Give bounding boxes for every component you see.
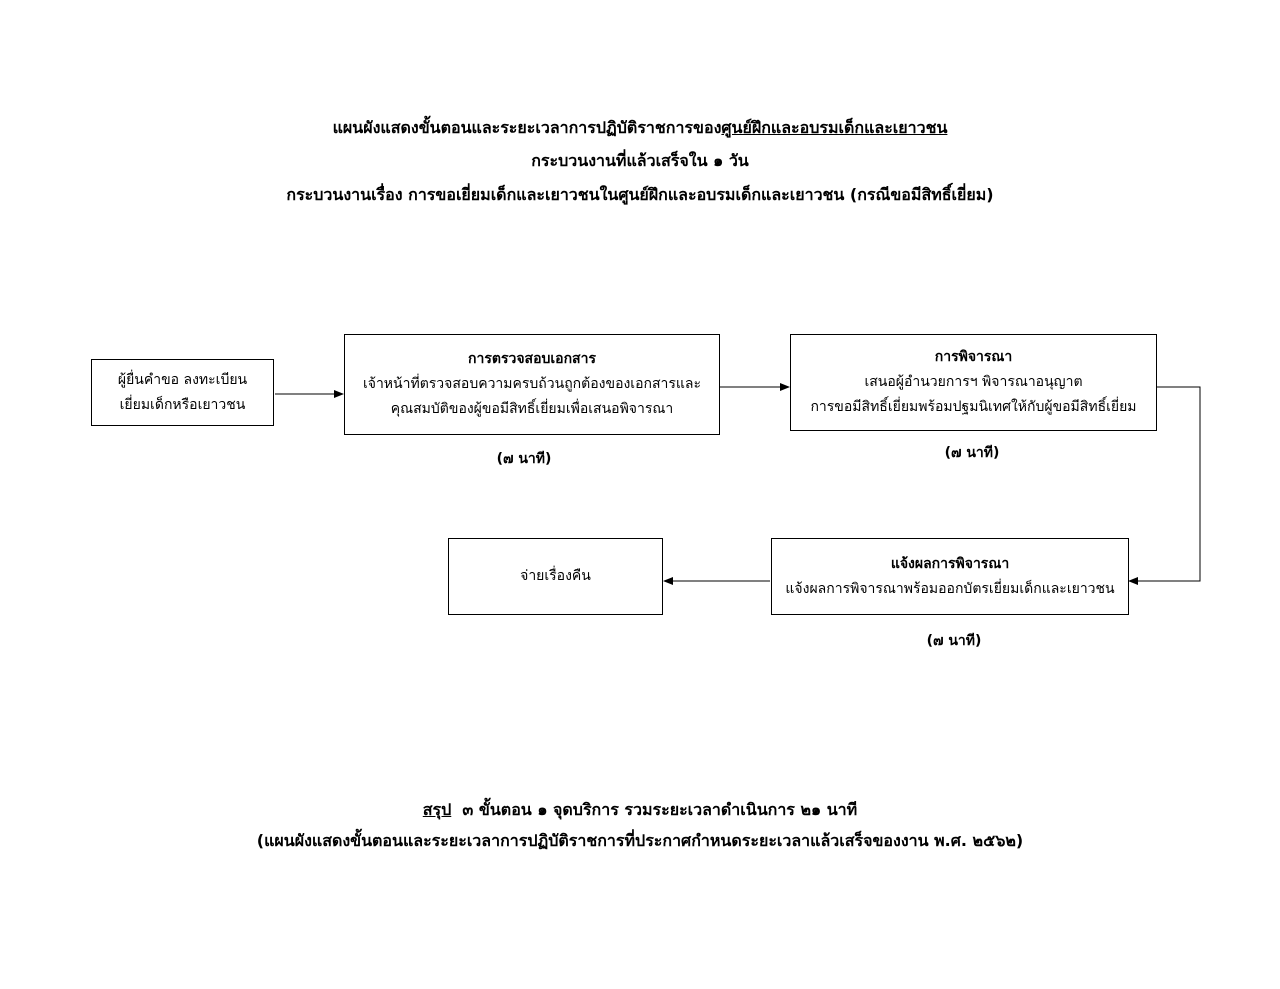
arrow-step2-to-step3 <box>1128 386 1201 585</box>
finish-label: จ่ายเรื่องคืน <box>520 568 591 584</box>
step-consideration-title: การพิจารณา <box>934 349 1013 365</box>
step-document-check-line-1: เจ้าหน้าที่ตรวจสอบความครบถ้วนถูกต้องของเ… <box>362 376 702 392</box>
applicant-box: ผู้ยื่นคำขอ ลงทะเบียน เยี่ยมเด็กหรือเยาว… <box>91 359 274 426</box>
step-notify-result-time: (๗ นาที) <box>926 633 982 649</box>
step-consideration-line-1: เสนอผู้อำนวยการฯ พิจารณาอนุญาต <box>864 374 1083 390</box>
diagram-title: แผนผังแสดงขั้นตอนและระยะเวลาการปฏิบัติรา… <box>0 116 1280 141</box>
summary-line: สรุป ๓ ขั้นตอน ๑ จุดบริการ รวมระยะเวลาดำ… <box>0 798 1280 823</box>
summary-text: ๓ ขั้นตอน ๑ จุดบริการ รวมระยะเวลาดำเนินก… <box>462 800 858 819</box>
applicant-line-1: ผู้ยื่นคำขอ ลงทะเบียน <box>117 371 248 388</box>
process-name: กระบวนงานเรื่อง การขอเยี่ยมเด็กและเยาวชน… <box>286 185 994 204</box>
step-notify-result-title: แจ้งผลการพิจารณา <box>890 555 1010 572</box>
title-prefix: แผนผังแสดงขั้นตอนและระยะเวลาการปฏิบัติรา… <box>332 118 722 137</box>
title-agency: ศูนย์ฝึกและอบรมเด็กและเยาวชน <box>721 118 948 137</box>
finish-box: จ่ายเรื่องคืน <box>448 538 663 615</box>
step-consideration-time: (๗ นาที) <box>944 445 1000 461</box>
footer-note: (แผนผังแสดงขั้นตอนและระยะเวลาการปฏิบัติร… <box>256 831 1024 850</box>
step-document-check-title: การตรวจสอบเอกสาร <box>468 351 596 367</box>
step-consideration-box: การพิจารณา เสนอผู้อำนวยการฯ พิจารณาอนุญา… <box>790 334 1157 431</box>
applicant-line-2: เยี่ยมเด็กหรือเยาวชน <box>119 396 246 413</box>
step-document-check-box: การตรวจสอบเอกสาร เจ้าหน้าที่ตรวจสอบความค… <box>344 334 720 435</box>
diagram-subtitle: กระบวนงานที่แล้วเสร็จใน ๑ วัน <box>531 151 749 170</box>
summary-label: สรุป <box>422 800 452 819</box>
step-consideration-line-2: การขอมีสิทธิ์เยี่ยมพร้อมปฐมนิเทศให้กับผู… <box>810 399 1137 415</box>
step-document-check-time: (๗ นาที) <box>496 451 552 467</box>
step-notify-result-box: แจ้งผลการพิจารณา แจ้งผลการพิจารณาพร้อมออ… <box>771 538 1129 615</box>
step-document-check-line-2: คุณสมบัติของผู้ขอมีสิทธิ์เยี่ยมเพื่อเสนอ… <box>390 401 674 417</box>
step-notify-result-line-1: แจ้งผลการพิจารณาพร้อมออกบัตรเยี่ยมเด็กแล… <box>785 580 1115 597</box>
